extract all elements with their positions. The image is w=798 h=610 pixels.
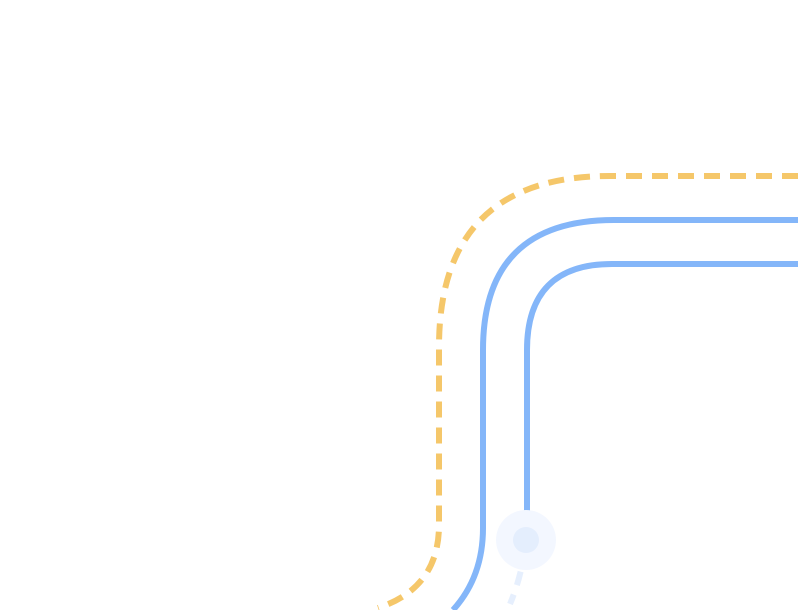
- solid-rounded-path-inner: [524, 261, 798, 538]
- solid-rounded-path: [450, 217, 798, 610]
- dashed-rounded-path: [377, 173, 798, 610]
- path-end-marker: [513, 527, 539, 553]
